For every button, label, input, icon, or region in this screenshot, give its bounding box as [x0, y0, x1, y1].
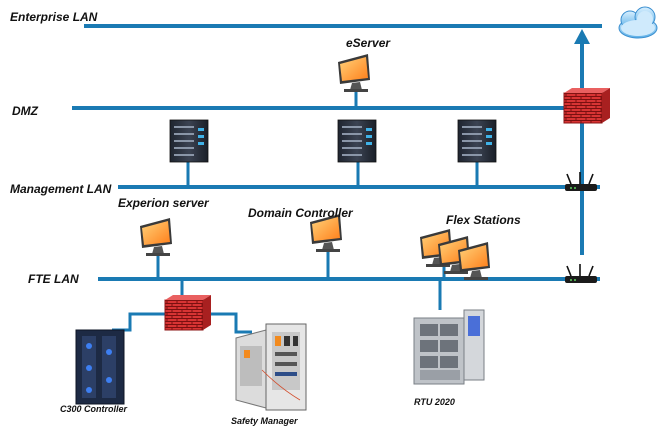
- enterprise-lan-label: Enterprise LAN: [10, 10, 98, 24]
- dmz-label: DMZ: [12, 104, 38, 118]
- server-third-icon: [457, 119, 497, 163]
- rtu-2020-label: RTU 2020: [414, 397, 455, 407]
- c300-controller-label: C300 Controller: [60, 404, 128, 414]
- drop-lines: [112, 90, 479, 334]
- eserver-monitor-icon: [338, 54, 370, 92]
- management-lan-label: Management LAN: [10, 182, 112, 196]
- safety-manager-label: Safety Manager: [231, 416, 298, 426]
- firewall-controller-icon: [164, 294, 212, 331]
- uplink: [574, 29, 590, 255]
- safety-manager-icon: [235, 323, 307, 411]
- server-domain-icon: [337, 119, 377, 163]
- rtu-2020-icon: [413, 309, 485, 385]
- firewall-dmz-icon: [563, 87, 611, 124]
- experion-monitor-icon: [140, 218, 172, 256]
- flex-stations-label: Flex Stations: [446, 213, 521, 227]
- server-experion-icon: [169, 119, 209, 163]
- fte-lan-label: FTE LAN: [28, 272, 79, 286]
- eserver-label: eServer: [346, 36, 391, 50]
- cloud-icon: [618, 6, 658, 39]
- experion-server-label: Experion server: [118, 196, 209, 210]
- c300-controller-icon: [75, 329, 125, 405]
- domain-controller-label: Domain Controller: [248, 206, 353, 220]
- router-fte-icon: [564, 263, 598, 284]
